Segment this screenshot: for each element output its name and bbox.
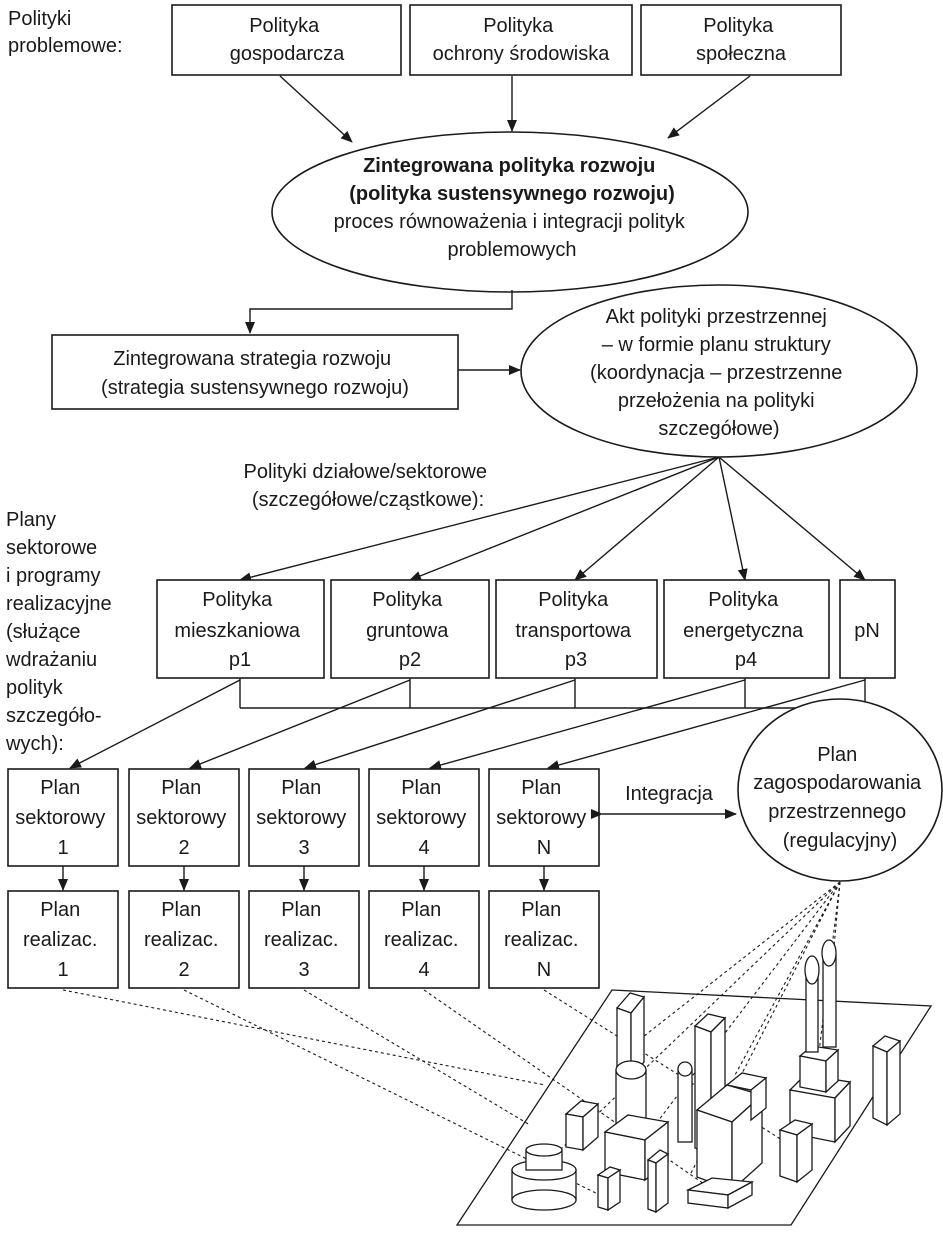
stacked-cylinder-top <box>525 1143 563 1157</box>
sector-plan-1-text: Plan sektorowy 1 <box>15 777 111 859</box>
dotted-ray-zoning-1 <box>619 881 841 1056</box>
spatial-policy-act-text: Akt polityki przestrzennej – w formie pl… <box>590 306 848 440</box>
block-1-side <box>582 1102 599 1152</box>
cylinder-tower-top <box>615 1060 647 1080</box>
slab-2-front <box>647 1159 657 1213</box>
twin-tower-left-cap <box>804 955 820 985</box>
sector-plan-3 <box>248 768 360 867</box>
policy-box-economic-text: Polityka gospodarcza <box>230 15 345 65</box>
sector-policy-transport <box>495 579 658 679</box>
dotted-ray-zoning-7 <box>689 881 841 1176</box>
arrow-spatial-to-pn <box>718 456 866 581</box>
sector-plan-2 <box>128 768 240 867</box>
city-plan-illustration <box>62 881 933 1226</box>
problem-policies-label: Polityki problemowe: <box>8 8 123 57</box>
building-2-front <box>872 1045 888 1127</box>
arrow-p4-to-plan4 <box>429 679 746 770</box>
policy-box-environment <box>409 4 633 76</box>
sector-policy-land <box>330 579 490 679</box>
policy-box-social-text: Polityka społeczna <box>696 15 787 65</box>
implementation-plan-1-text: Plan realizac. 1 <box>23 899 103 981</box>
sector-policy-transport-text: Polityka transportowa p3 <box>515 589 636 671</box>
building-2-side <box>886 1039 901 1127</box>
sector-policy-pn <box>839 579 896 679</box>
arrow-p1-to-plan1 <box>69 679 241 769</box>
sector-plan-1 <box>7 768 119 867</box>
pillar-top <box>677 1061 693 1077</box>
building-1-side <box>630 995 645 1079</box>
dotted-ray-zoning-2 <box>559 881 841 1151</box>
stacked-cylinder-bottom <box>511 1189 577 1211</box>
stepped-upper-side <box>825 1048 839 1094</box>
integrated-policy-ellipse <box>271 131 749 293</box>
sector-plan-n-text: Plan sektorowy N <box>496 777 592 859</box>
policy-box-environment-text: Polityka ochrony środowiska <box>433 15 611 65</box>
cube-4-side <box>796 1122 813 1184</box>
arrow-spatial-to-p2 <box>409 456 720 581</box>
implementation-plan-3 <box>248 890 360 989</box>
arrow-p2-to-plan2 <box>189 679 411 769</box>
implementation-plan-2 <box>128 890 240 989</box>
flat-block-side <box>727 1180 753 1210</box>
cube-3-side <box>750 1076 767 1122</box>
zoning-plan-ellipse <box>737 698 943 882</box>
stepped-building-side <box>834 1080 851 1144</box>
stepped-upper-front <box>799 1055 827 1093</box>
arrow-p3-to-plan3 <box>304 679 576 770</box>
sector-plan-3-text: Plan sektorowy 3 <box>256 777 352 859</box>
arrow-economic-to-integrated <box>279 75 353 143</box>
block-1-front <box>565 1113 584 1151</box>
integrated-policy-title: Zintegrowana polityka rozwoju (polityka … <box>349 155 675 205</box>
sector-plans-label: Plany sektorowe i programy realizacyjne … <box>5 509 117 755</box>
implementation-plan-4-text: Plan realizac. 4 <box>384 899 464 981</box>
sector-policy-energy-text: Polityka energetyczna p4 <box>683 589 809 671</box>
sector-policy-housing <box>156 579 325 679</box>
implementation-plan-4 <box>368 890 480 989</box>
cube-4-front <box>779 1129 798 1183</box>
integrated-strategy-text: Zintegrowana strategia rozwoju (strategi… <box>101 348 409 399</box>
integration-label: Integracja <box>625 783 714 805</box>
slab-2-side <box>655 1152 669 1214</box>
pillar-body <box>677 1069 693 1143</box>
sector-plan-2-text: Plan sektorowy 2 <box>136 777 232 859</box>
sector-policy-pn-text: pN <box>854 620 880 642</box>
twin-tower-right <box>822 954 837 1048</box>
twin-tower-right-cap <box>821 939 837 967</box>
sector-plan-n <box>488 768 600 867</box>
arrow-spatial-to-p4 <box>718 456 748 581</box>
dotted-line-impl1 <box>62 989 546 1086</box>
sector-policy-energy <box>663 579 830 679</box>
sector-policy-land-text: Polityka gruntowa p2 <box>366 589 454 671</box>
sector-policies-label: Polityki działowe/sektorowe (szczegółowe… <box>244 461 493 511</box>
implementation-plan-2-text: Plan realizac. 2 <box>144 899 224 981</box>
arrow-policy-to-strategy <box>245 290 513 334</box>
dotted-ray-zoning-4 <box>734 881 841 1076</box>
dotted-line-impl2 <box>183 989 611 1201</box>
policy-box-economic <box>171 4 402 76</box>
sector-plan-4-text: Plan sektorowy 4 <box>376 777 472 859</box>
sector-policy-housing-text: Polityka mieszkaniowa p1 <box>174 589 305 671</box>
implementation-plan-3-text: Plan realizac. 3 <box>264 899 344 981</box>
sector-plan-4 <box>368 768 480 867</box>
arrow-pn-to-plann <box>547 679 866 770</box>
slab-1-front <box>597 1174 609 1211</box>
integrated-policy-subtitle: proces równoważenia i integracji polityk… <box>334 211 691 261</box>
zoning-plan-text: Plan zagospodarowania przestrzennego (re… <box>753 744 926 852</box>
dotted-line-impl4 <box>423 989 721 1196</box>
arrow-spatial-to-p3 <box>574 456 720 581</box>
implementation-plan-n <box>488 890 600 989</box>
dotted-line-impl3 <box>303 989 531 1126</box>
integrated-strategy-box <box>51 334 459 410</box>
implementation-plan-1 <box>7 890 119 989</box>
implementation-plan-n-text: Plan realizac. N <box>504 899 584 981</box>
arrow-spatial-to-p1 <box>239 456 720 583</box>
slab-1-side <box>607 1168 621 1212</box>
arrow-social-to-integrated <box>667 75 751 139</box>
policy-box-social <box>640 4 842 76</box>
